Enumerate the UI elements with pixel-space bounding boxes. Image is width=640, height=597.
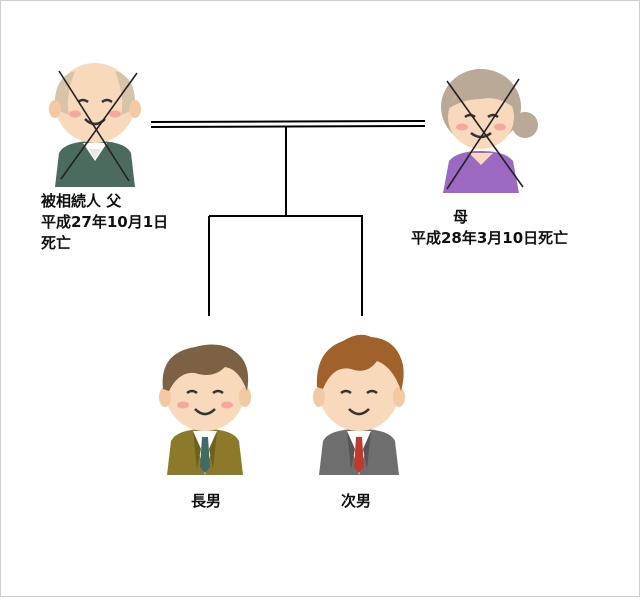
- mother-role: 母: [453, 208, 469, 226]
- mother-death-line: 平成28年3月10日死亡: [411, 229, 569, 247]
- elderly-woman-icon: [441, 69, 538, 193]
- deceased-x-mark: [58, 70, 138, 182]
- father-role: 被相続人 父: [41, 192, 122, 210]
- mother-label: 母 平成28年3月10日死亡: [411, 207, 568, 249]
- father-label: 被相続人 父 平成27年10月1日 死亡: [41, 191, 168, 254]
- elderly-man-icon: [49, 63, 141, 187]
- eldest-son-label: 長男: [191, 492, 222, 510]
- marriage-line-top: [150, 120, 426, 123]
- deceased-x-mark: [446, 78, 524, 190]
- marriage-line-bottom: [150, 125, 426, 128]
- man-gray-suit-icon: [313, 334, 405, 475]
- man-olive-suit-icon: [159, 344, 251, 475]
- second-son-label: 次男: [341, 492, 372, 510]
- father-death-date: 平成27年10月1日: [41, 213, 169, 231]
- father-death-word: 死亡: [41, 234, 72, 252]
